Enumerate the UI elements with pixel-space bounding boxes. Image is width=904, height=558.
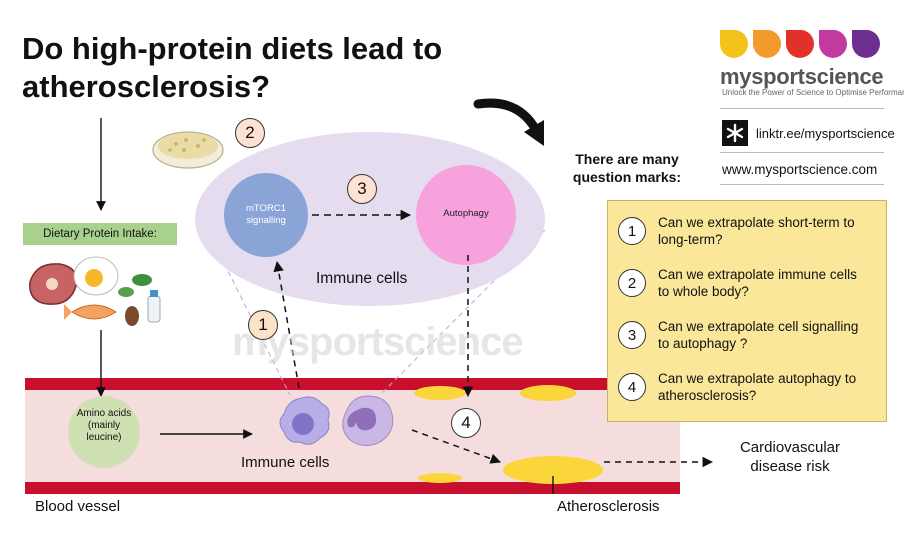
step-badge-3: 3 [347,174,377,204]
amino-acids-node [68,396,140,468]
question-item: 4 Can we extrapolate autophagy to athero… [618,367,868,407]
question-item: 2 Can we extrapolate immune cells to who… [618,263,868,303]
autophagy-label: Autophagy [443,208,489,219]
autophagy-node [416,165,516,265]
question-number: 2 [618,269,646,297]
question-marks-callout: There are many question marks: [572,151,682,185]
question-number: 3 [618,321,646,349]
brand-tagline: Unlock the Power of Science to Optimise … [722,88,904,97]
step-badge-1: 1 [248,310,278,340]
watermark: mysportscience [232,320,524,364]
question-item: 1 Can we extrapolate short-term to long-… [618,211,868,251]
question-text: Can we extrapolate short-term to long-te… [658,215,855,247]
website-link[interactable]: www.mysportscience.com [722,162,878,177]
immune-cell-icon [279,396,330,445]
question-text: Can we extrapolate autophagy to atherosc… [658,371,857,403]
dietary-protein-label: Dietary Protein Intake: [23,223,177,245]
question-text: Can we extrapolate immune cells to whole… [658,267,857,299]
brand-logo-icon [720,30,880,58]
mtorc1-node [224,173,308,257]
logo-drop-icon [720,30,748,58]
divider [720,184,884,185]
divider [720,152,884,153]
divider [720,108,884,109]
question-number: 1 [618,217,646,245]
logo-drop-icon [786,30,814,58]
page-title: Do high-protein diets lead to atheroscle… [22,31,443,104]
immune-cells-vessel-label: Immune cells [241,454,330,471]
question-number: 4 [618,373,646,401]
brand-name: mysportscience [720,64,884,89]
step-badge-4: 4 [451,408,481,438]
questions-panel: 1 Can we extrapolate short-term to long-… [607,200,887,422]
atherosclerosis-label: Atherosclerosis [557,498,660,515]
petri-dish-icon [152,131,224,169]
linktree-link[interactable]: linktr.ee/mysportscience [756,126,895,141]
question-text: Can we extrapolate cell signalling to au… [658,319,859,351]
amino-acids-label: Amino acids (mainly leucine) [76,408,132,443]
blood-vessel-label: Blood vessel [35,498,121,515]
immune-cell-icon [342,395,394,446]
step-badge-2: 2 [235,118,265,148]
question-item: 3 Can we extrapolate cell signalling to … [618,315,868,355]
food-icon [29,256,161,326]
curved-arrow-icon [473,98,541,135]
mtorc1-label: mTORC1 signalling [246,203,286,226]
logo-drop-icon [819,30,847,58]
linktree-icon [722,120,748,146]
logo-drop-icon [852,30,880,58]
cvd-risk-label: Cardiovascular disease risk [739,439,841,475]
immune-cells-zoom-label: Immune cells [316,270,408,287]
logo-drop-icon [753,30,781,58]
